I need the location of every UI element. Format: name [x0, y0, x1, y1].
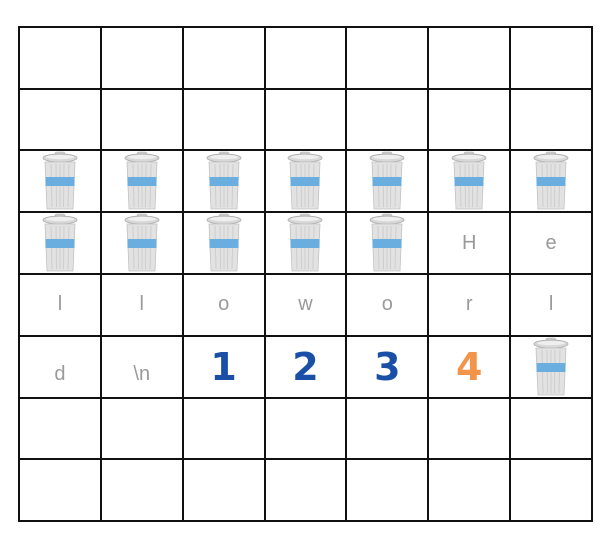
grid-cell-r1-c0[interactable] — [20, 89, 102, 152]
cell-character: w — [298, 293, 313, 316]
trash-can-icon — [287, 213, 323, 273]
grid-cell-r2-c6[interactable] — [511, 151, 593, 214]
cell-character: o — [218, 293, 230, 316]
cell-character: d — [54, 363, 66, 386]
trash-can-icon — [206, 151, 242, 211]
grid-cell-r1-c2[interactable] — [183, 89, 266, 152]
grid-cell-r7-c4[interactable] — [347, 460, 430, 522]
grid-cell-r0-c6[interactable] — [511, 28, 593, 90]
grid-cell-r1-c6[interactable] — [511, 89, 593, 152]
grid-cell-r2-c1[interactable] — [101, 151, 184, 214]
trash-can-icon — [124, 213, 160, 273]
cell-number: 3 — [374, 344, 401, 389]
trash-can-icon — [124, 151, 160, 211]
grid-cell-r0-c4[interactable] — [347, 28, 430, 90]
trash-can-icon — [287, 151, 323, 211]
cell-number: 1 — [210, 344, 237, 389]
cell-character: \n — [133, 363, 151, 386]
trash-can-icon — [206, 213, 242, 273]
grid-cell-r1-c3[interactable] — [265, 89, 348, 152]
cell-character: l — [548, 293, 554, 316]
grid-cell-r5-c2[interactable]: 1 — [183, 336, 266, 399]
grid-cell-r3-c2[interactable] — [183, 213, 266, 276]
trash-can-icon — [42, 151, 78, 211]
grid-cell-r3-c4[interactable] — [347, 213, 430, 276]
grid-cell-r5-c3[interactable]: 2 — [265, 336, 348, 399]
grid-cell-r5-c5[interactable]: 4 — [429, 336, 512, 399]
grid-cell-r6-c0[interactable] — [20, 398, 102, 461]
grid-cell-r0-c2[interactable] — [183, 28, 266, 90]
trash-can-icon — [451, 151, 487, 211]
grid-cell-r4-c0[interactable]: l — [20, 275, 102, 337]
grid-cell-r2-c2[interactable] — [183, 151, 266, 214]
grid-cell-r7-c6[interactable] — [511, 460, 593, 522]
grid-cell-r7-c3[interactable] — [265, 460, 348, 522]
grid-cell-r1-c4[interactable] — [347, 89, 430, 152]
grid-cell-r0-c5[interactable] — [429, 28, 512, 90]
grid-cell-r3-c0[interactable] — [20, 213, 102, 276]
grid-cell-r0-c0[interactable] — [20, 28, 102, 90]
grid-cell-r6-c6[interactable] — [511, 398, 593, 461]
trash-can-icon — [533, 151, 569, 211]
grid-cell-r5-c1[interactable]: \n — [101, 336, 184, 399]
grid-cell-r0-c3[interactable] — [265, 28, 348, 90]
trash-can-icon — [369, 151, 405, 211]
trash-can-icon — [42, 213, 78, 273]
grid-cell-r4-c3[interactable]: w — [265, 275, 348, 337]
grid-cell-r2-c4[interactable] — [347, 151, 430, 214]
cell-character: o — [381, 293, 393, 316]
grid-cell-r2-c3[interactable] — [265, 151, 348, 214]
grid-cell-r3-c3[interactable] — [265, 213, 348, 276]
grid-cell-r1-c1[interactable] — [101, 89, 184, 152]
trash-can-icon — [533, 337, 569, 397]
cell-number: 2 — [292, 344, 319, 389]
cell-character: H — [461, 231, 477, 254]
grid-cell-r7-c0[interactable] — [20, 460, 102, 522]
grid-cell-r5-c4[interactable]: 3 — [347, 336, 430, 399]
grid-cell-r2-c0[interactable] — [20, 151, 102, 214]
grid-cell-r6-c5[interactable] — [429, 398, 512, 461]
grid-cell-r6-c2[interactable] — [183, 398, 266, 461]
grid-cell-r1-c5[interactable] — [429, 89, 512, 152]
grid-cell-r3-c1[interactable] — [101, 213, 184, 276]
cell-character: l — [57, 293, 63, 316]
cell-character: l — [139, 293, 144, 316]
grid-cell-r6-c1[interactable] — [101, 398, 184, 461]
cell-character: r — [465, 293, 473, 316]
grid-cell-r7-c2[interactable] — [183, 460, 266, 522]
grid-cell-r7-c5[interactable] — [429, 460, 512, 522]
grid-cell-r3-c6[interactable]: e — [511, 213, 593, 276]
grid-cell-r4-c4[interactable]: o — [347, 275, 430, 337]
cell-number: 4 — [455, 344, 483, 389]
grid-cell-r2-c5[interactable] — [429, 151, 512, 214]
trash-can-icon — [369, 213, 405, 273]
cell-character: e — [545, 231, 557, 254]
grid-cell-r7-c1[interactable] — [101, 460, 184, 522]
grid-cell-r6-c4[interactable] — [347, 398, 430, 461]
grid-cell-r5-c6[interactable] — [511, 336, 593, 399]
grid-cell-r5-c0[interactable]: d — [20, 336, 102, 399]
grid-cell-r4-c6[interactable]: l — [511, 275, 593, 337]
grid-cell-r4-c2[interactable]: o — [183, 275, 266, 337]
grid-cell-r3-c5[interactable]: H — [429, 213, 512, 276]
grid-cell-r4-c5[interactable]: r — [429, 275, 512, 337]
grid-cell-r4-c1[interactable]: l — [101, 275, 184, 337]
grid-cell-r6-c3[interactable] — [265, 398, 348, 461]
grid-cell-r0-c1[interactable] — [101, 28, 184, 90]
